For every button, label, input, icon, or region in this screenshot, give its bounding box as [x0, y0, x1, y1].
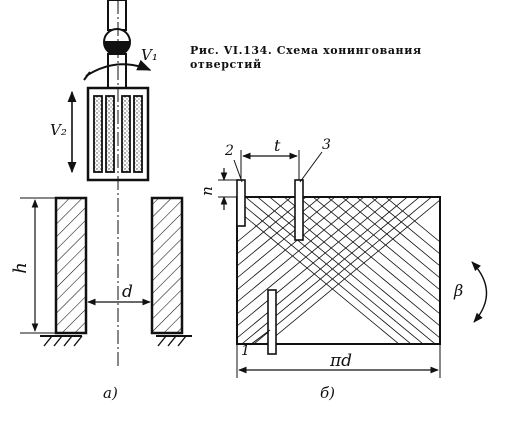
bar-3 — [294, 179, 304, 241]
label-h: h — [10, 262, 31, 274]
label-sub-b: б) — [320, 384, 335, 402]
spindle — [103, 0, 131, 89]
label-sub-a: а) — [103, 384, 118, 402]
rotation-arrow — [85, 59, 152, 77]
angle-arc — [471, 261, 488, 323]
label-t: t — [274, 136, 281, 155]
label-pi-d: πd — [329, 351, 352, 371]
part-b-drawing — [218, 150, 488, 378]
label-beta: β — [453, 281, 463, 300]
label-bar-3: 3 — [322, 137, 331, 153]
label-v1: V₁ — [141, 46, 158, 64]
label-d: d — [122, 282, 133, 302]
bar-2 — [236, 179, 246, 227]
label-n: n — [198, 186, 216, 196]
bar-1 — [267, 289, 277, 355]
label-bar-1: 1 — [241, 343, 250, 359]
workpiece — [20, 196, 192, 347]
figure-caption: Рис. VI.134. Схема хонингования отверсти… — [190, 44, 422, 71]
label-v2: V₂ — [50, 121, 67, 139]
unrolled-surface — [236, 196, 441, 345]
label-bar-2: 2 — [224, 143, 234, 159]
part-a-drawing — [20, 0, 192, 368]
